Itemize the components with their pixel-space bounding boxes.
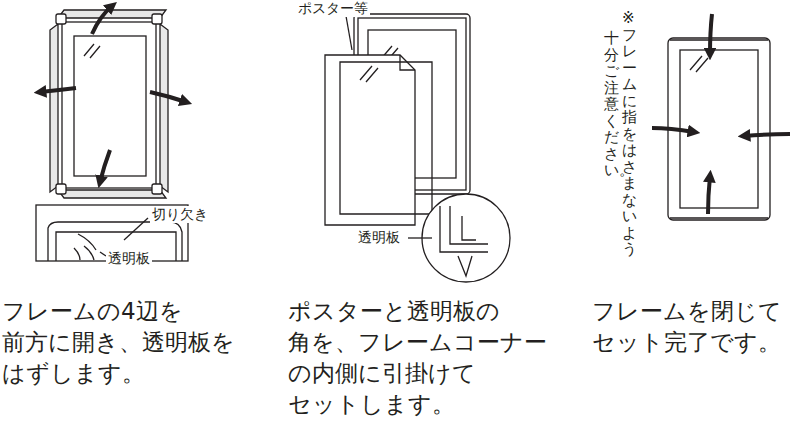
caution-note: ※フレームに指をはさまないよう bbox=[622, 10, 637, 258]
step-caption: フレームを閉じて セット完了です。 bbox=[592, 296, 792, 358]
part-label: 透明板 bbox=[356, 229, 402, 246]
caution-note: 十分ご注意ください。 bbox=[604, 30, 619, 179]
step-caption: ポスターと透明板の 角を、フレームコーナー の内側に引掛けて セットします。 bbox=[288, 296, 560, 420]
part-label: 透明板 bbox=[106, 250, 152, 267]
part-label: ポスター等 bbox=[296, 0, 370, 17]
step-caption: フレームの4辺を 前方に開き、透明板を はずします。 bbox=[2, 296, 254, 389]
part-label: 切り欠き bbox=[150, 206, 210, 223]
